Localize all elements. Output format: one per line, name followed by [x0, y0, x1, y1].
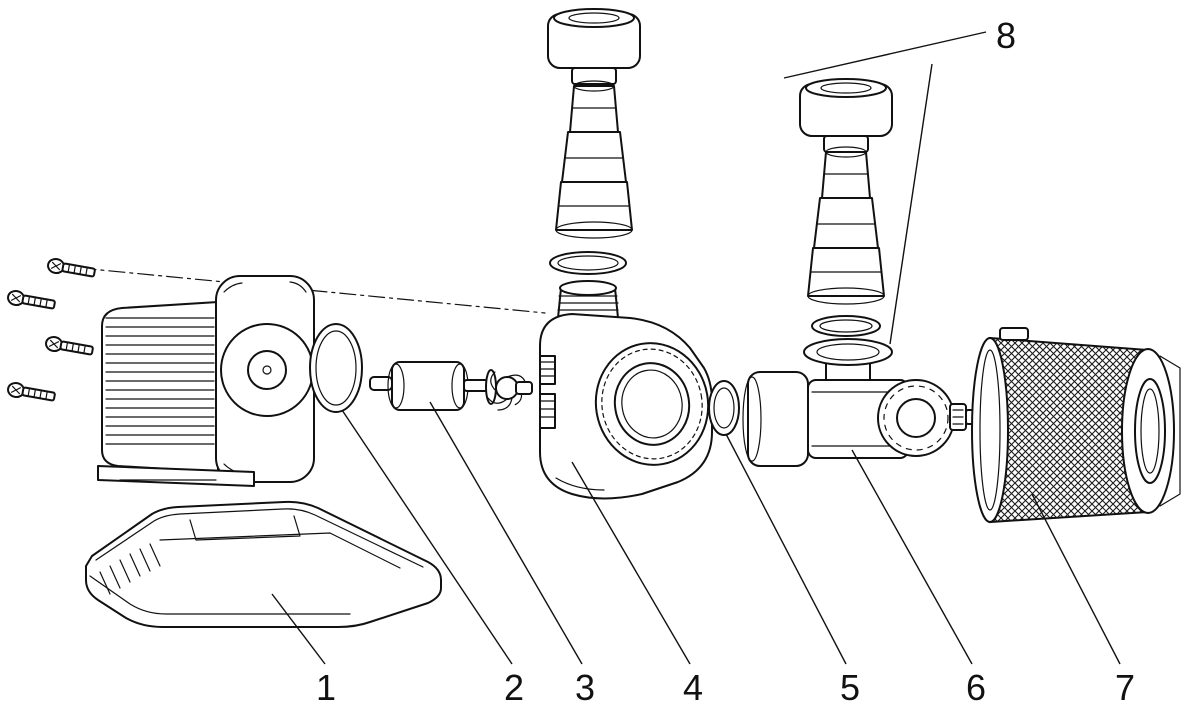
part-label-4: 4: [683, 667, 703, 708]
part-label-2: 2: [504, 667, 524, 708]
mounting-screws: [7, 257, 96, 402]
leader-line-7: [1031, 493, 1121, 665]
leader-line-1: [271, 593, 326, 665]
part-label-6: 6: [966, 667, 986, 708]
sealing-ring-top: [549, 251, 627, 275]
part-label-5: 5: [840, 667, 860, 708]
hose-adapter-top: [547, 8, 641, 239]
mounting-screw: [7, 381, 56, 402]
leader-line-3: [429, 401, 583, 665]
leader-lines: [271, 31, 1121, 665]
outlet-thread: [594, 342, 710, 466]
part-label-3: 3: [575, 667, 595, 708]
leader-line-8a: [783, 31, 987, 79]
part-label-1: 1: [316, 667, 336, 708]
o-ring-seal: [309, 323, 363, 413]
bottom-cover: [85, 500, 442, 628]
mounting-screw: [47, 257, 96, 278]
mounting-screw: [7, 289, 56, 310]
part-label-8: 8: [996, 15, 1016, 56]
filter-cage: [971, 327, 1181, 524]
pump-motor-unit: [97, 275, 315, 487]
leader-line-6: [851, 449, 973, 665]
leader-line-4: [571, 461, 691, 665]
rotor-impeller-assembly: [369, 361, 533, 411]
leader-line-5: [725, 433, 847, 665]
hose-adapter-right: [799, 78, 893, 337]
leader-line-2: [341, 409, 513, 665]
flat-gasket: [708, 380, 740, 436]
pump-housing: [539, 280, 713, 500]
part-label-7: 7: [1115, 667, 1135, 708]
mounting-screw: [45, 335, 94, 356]
leader-line-8b: [889, 63, 933, 345]
valve-assembly: [742, 338, 977, 467]
